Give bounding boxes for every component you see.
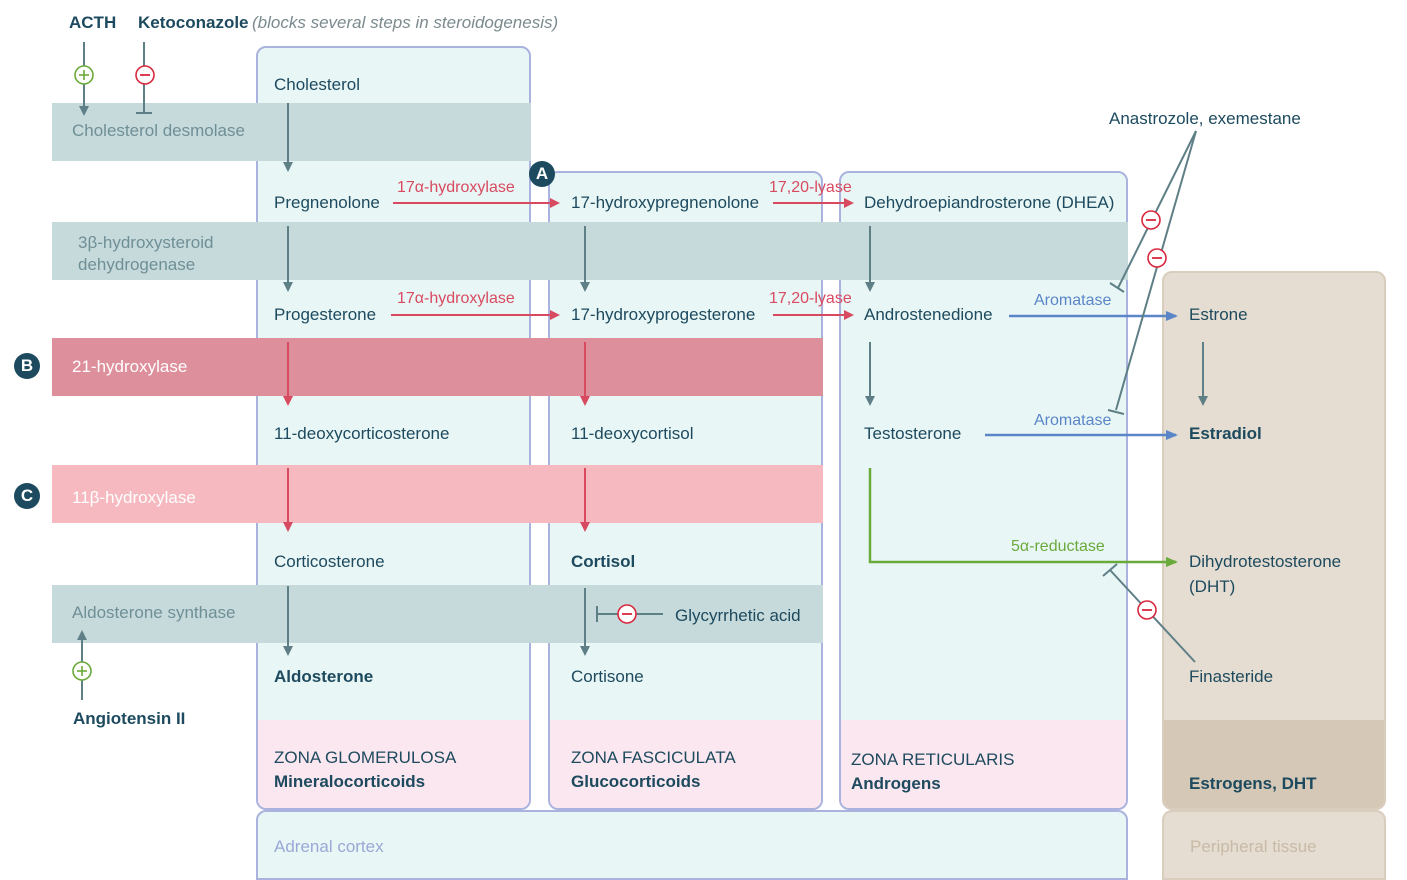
peripheral-tissue-footer (1164, 720, 1384, 808)
deoxycortisol: 11-deoxycortisol (571, 424, 694, 443)
marker-a: A (529, 161, 555, 187)
deoxycorticosterone: 11-deoxycorticosterone (274, 424, 450, 443)
minus-icon-glycyrrhetic (617, 604, 637, 624)
anastrozole-bar-1 (1109, 282, 1125, 293)
peripheral-title: Estrogens, DHT (1189, 772, 1317, 796)
zona-reticularis-footer (841, 720, 1126, 808)
cholesterol: Cholesterol (274, 75, 360, 94)
inhibition-lines (136, 42, 1197, 663)
zona-glomerulosa-name: ZONA GLOMERULOSA (274, 748, 457, 767)
hydroxypregnenolone: 17-hydroxypregnenolone (571, 193, 760, 212)
ketoconazole-note: (blocks several steps in steroidogenesis… (252, 13, 559, 32)
hsd-label-line1: 3β-hydroxysteroid (78, 233, 214, 252)
zona-glomerulosa-footer (258, 720, 529, 808)
aldo-synthase-label: Aldosterone synthase (72, 603, 236, 622)
corticosterone: Corticosterone (274, 552, 385, 571)
blue-arrows (985, 311, 1178, 440)
aromatase-top-label: Aromatase (1034, 292, 1112, 309)
cortisol: Cortisol (571, 552, 636, 571)
estradiol: Estradiol (1189, 424, 1262, 443)
marker-b: B (14, 353, 40, 379)
minus-icon-ketoconazole (135, 65, 155, 85)
anastrozole-line-1 (1117, 130, 1197, 289)
hydroxylase21-band (52, 338, 823, 396)
hydroxylase21-label: 21-hydroxylase (72, 357, 188, 376)
anastrozole-label: Anastrozole, exemestane (1109, 109, 1301, 128)
hydroxyprogesterone: 17-hydroxyprogesterone (571, 305, 756, 324)
dht-line2: (DHT) (1189, 577, 1236, 596)
hsd-band (52, 222, 1128, 280)
angiotensin-label: Angiotensin II (73, 709, 186, 728)
lyase-mid-label: 17,20-lyase (769, 290, 852, 307)
marker-c: C (14, 483, 40, 509)
grey-arrows (77, 42, 1208, 700)
peripheral-tissue-column (1162, 271, 1386, 810)
estrone: Estrone (1189, 305, 1248, 324)
zona-glomerulosa-product: Mineralocorticoids (274, 772, 426, 791)
dhea: Dehydroepiandrosterone (DHEA) (864, 193, 1115, 212)
hydroxylase11b-label: 11β-hydroxylase (72, 488, 196, 507)
hydroxylase17-top-label: 17α-hydroxylase (397, 179, 515, 196)
anastrozole-bar-2 (1107, 409, 1125, 415)
desmolase-band (52, 103, 531, 161)
arrow-testosterone-dht (868, 468, 1178, 567)
adrenal-cortex-box: Adrenal cortex (256, 810, 1128, 880)
peripheral-product: Estrogens, DHT (1189, 774, 1317, 793)
hydroxylase17-mid-label: 17α-hydroxylase (397, 290, 515, 307)
zona-reticularis-name: ZONA RETICULARIS (851, 750, 1015, 769)
zona-fasciculata-name: ZONA FASCICULATA (571, 748, 736, 767)
anastrozole-line-2 (1115, 130, 1197, 411)
progesterone: Progesterone (274, 305, 377, 324)
plus-icon-acth (74, 65, 94, 85)
zona-glomerulosa-column (256, 46, 531, 810)
aromatase-bottom-label: Aromatase (1034, 412, 1112, 429)
zona-fasciculata-product: Glucocorticoids (571, 772, 701, 791)
minus-icon-anastrozole-2 (1147, 248, 1167, 268)
glycyrrhetic-label: Glycyrrhetic acid (675, 606, 801, 625)
pregnenolone: Pregnenolone (274, 193, 380, 212)
minus-icon-finasteride (1137, 600, 1157, 620)
hsd-label-line2: dehydrogenase (78, 255, 196, 274)
aldo-synthase-band (52, 585, 823, 643)
dht-line1: Dihydrotestosterone (1189, 552, 1342, 571)
finasteride-label: Finasteride (1189, 667, 1274, 686)
testosterone: Testosterone (864, 424, 962, 443)
acth-label: ACTH (69, 13, 117, 32)
peripheral-tissue-box: Peripheral tissue (1162, 810, 1386, 880)
zona-reticularis-product: Androgens (851, 774, 941, 793)
adrenal-cortex-label: Adrenal cortex (274, 837, 384, 856)
cortisone: Cortisone (571, 667, 644, 686)
reductase-label: 5α-reductase (1011, 538, 1105, 555)
finasteride-bar (1102, 563, 1118, 577)
red-arrows (283, 198, 854, 532)
androstenedione: Androstenedione (864, 305, 993, 324)
minus-icon-anastrozole-1 (1141, 210, 1161, 230)
zona-fasciculata-title: ZONA FASCICULATA Glucocorticoids (571, 746, 736, 794)
peripheral-tissue-label: Peripheral tissue (1190, 837, 1317, 856)
ketoconazole-label: Ketoconazole (138, 13, 249, 32)
hydroxylase11b-band (52, 465, 823, 523)
zona-fasciculata-footer (550, 720, 821, 808)
lyase-top-label: 17,20-lyase (769, 179, 852, 196)
zona-glomerulosa-title: ZONA GLOMERULOSA Mineralocorticoids (274, 746, 456, 794)
aldosterone: Aldosterone (274, 667, 374, 686)
zona-reticularis-title: ZONA RETICULARIS Androgens (851, 748, 1014, 796)
plus-icon-angiotensin (72, 661, 92, 681)
desmolase-label: Cholesterol desmolase (72, 121, 245, 140)
